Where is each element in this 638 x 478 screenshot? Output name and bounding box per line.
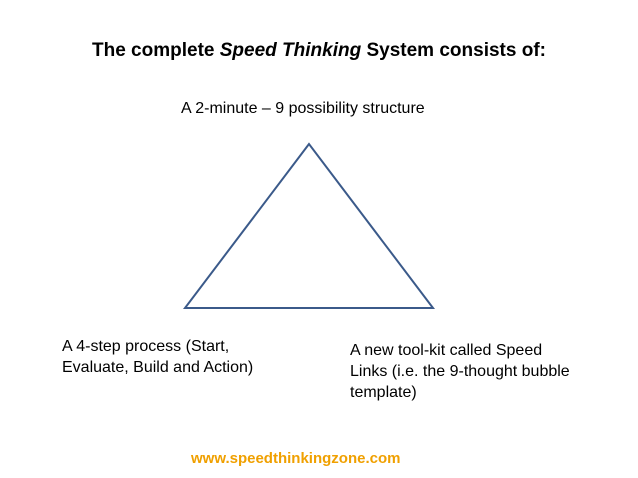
- title-part-3: System consists of:: [361, 40, 546, 61]
- slide-title: The complete Speed Thinking System consi…: [0, 40, 638, 62]
- triangle-shape: [182, 142, 436, 309]
- right-vertex-label: A new tool-kit called Speed Links (i.e. …: [350, 342, 570, 401]
- title-part-2: Speed Thinking: [219, 40, 362, 61]
- website-url: www.speedthinkingzone.com: [191, 450, 401, 467]
- left-vertex-label: A 4-step process (Start, Evaluate, Build…: [62, 338, 254, 376]
- top-vertex-label: A 2-minute – 9 possibility structure: [181, 100, 425, 117]
- title-part-1: The complete: [92, 40, 220, 61]
